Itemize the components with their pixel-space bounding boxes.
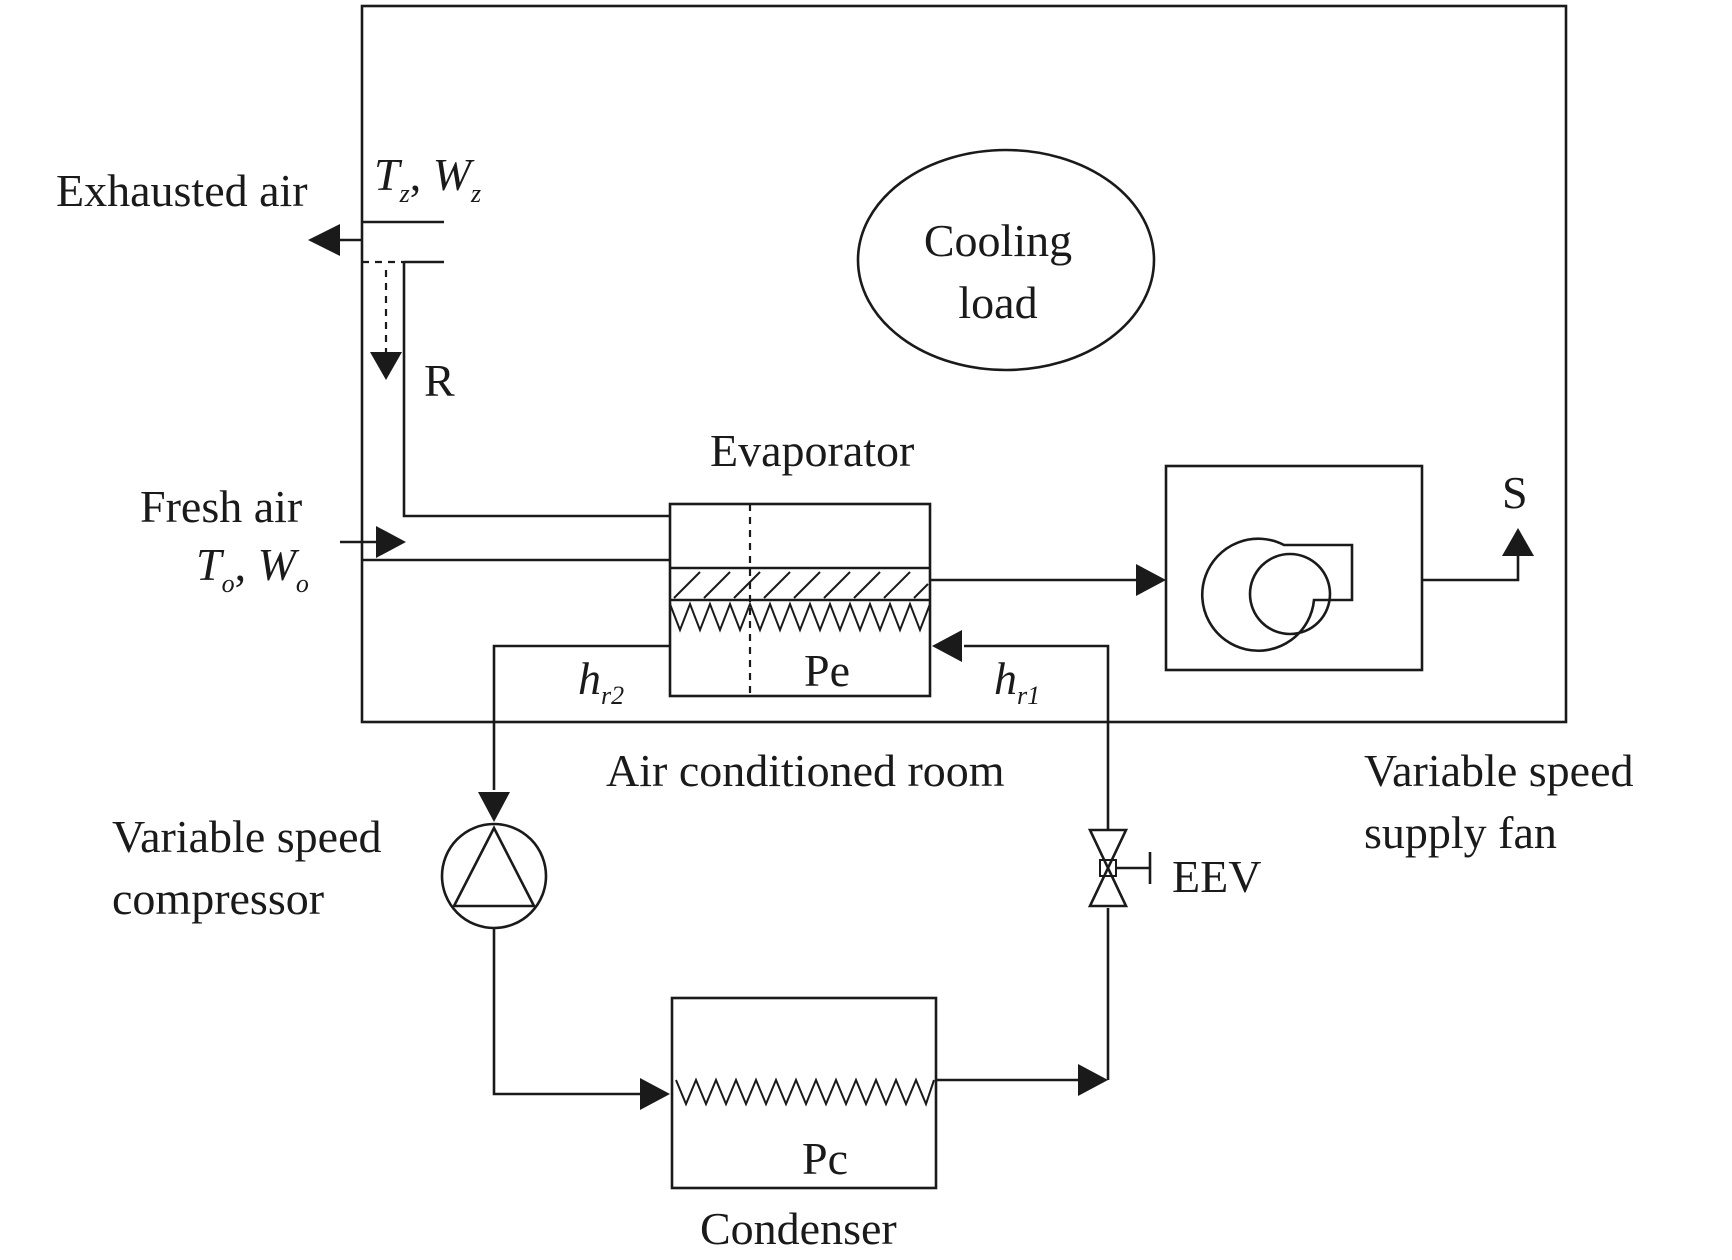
cooling-load-label-2: load xyxy=(958,277,1037,328)
refrigerant-loop xyxy=(440,630,1152,1190)
condenser-coil xyxy=(675,1077,935,1107)
compressor-icon xyxy=(440,822,548,930)
evaporator-hatch xyxy=(673,571,929,599)
cooling-load-label-1: Cooling xyxy=(924,215,1072,266)
compressor-label-2: compressor xyxy=(112,873,324,924)
fan-label-1: Variable speed xyxy=(1364,745,1634,796)
condenser-box xyxy=(670,996,938,1190)
exhaust-arrow xyxy=(308,224,340,256)
eev-label: EEV xyxy=(1172,851,1261,902)
fan-label-2: supply fan xyxy=(1364,807,1557,858)
cooling-load-ellipse xyxy=(856,148,1156,372)
return-air-line xyxy=(402,262,670,518)
recirculation-label: R xyxy=(424,355,455,406)
recirculation-arrow xyxy=(370,352,402,380)
room-label: Air conditioned room xyxy=(606,745,1005,796)
fan-icon xyxy=(1201,537,1354,652)
exhaust-duct xyxy=(308,220,444,380)
eev-valve-icon xyxy=(1087,828,1152,908)
fresh-air-inlet xyxy=(340,526,670,562)
supply-fan xyxy=(1164,464,1534,672)
evaporator-label: Evaporator xyxy=(710,425,914,476)
enthalpy-out-label: hr2 xyxy=(578,653,624,710)
evaporator-pressure-label: Pe xyxy=(804,645,850,696)
condenser-pressure-label: Pc xyxy=(802,1133,848,1184)
outdoor-state-label: To, Wo xyxy=(196,539,309,598)
exhausted-air-label: Exhausted air xyxy=(56,165,308,216)
room-boundary xyxy=(360,4,1568,724)
supply-label: S xyxy=(1502,467,1528,518)
enthalpy-in-label: hr1 xyxy=(994,653,1040,710)
zone-state-label: Tz, Wz xyxy=(374,149,481,208)
evaporator-coil xyxy=(669,601,931,633)
evaporator xyxy=(668,502,932,698)
compressor-label-1: Variable speed xyxy=(112,811,382,862)
condenser-label: Condenser xyxy=(700,1203,897,1254)
fresh-air-label: Fresh air xyxy=(140,481,302,532)
supply-arrow xyxy=(1502,528,1534,556)
